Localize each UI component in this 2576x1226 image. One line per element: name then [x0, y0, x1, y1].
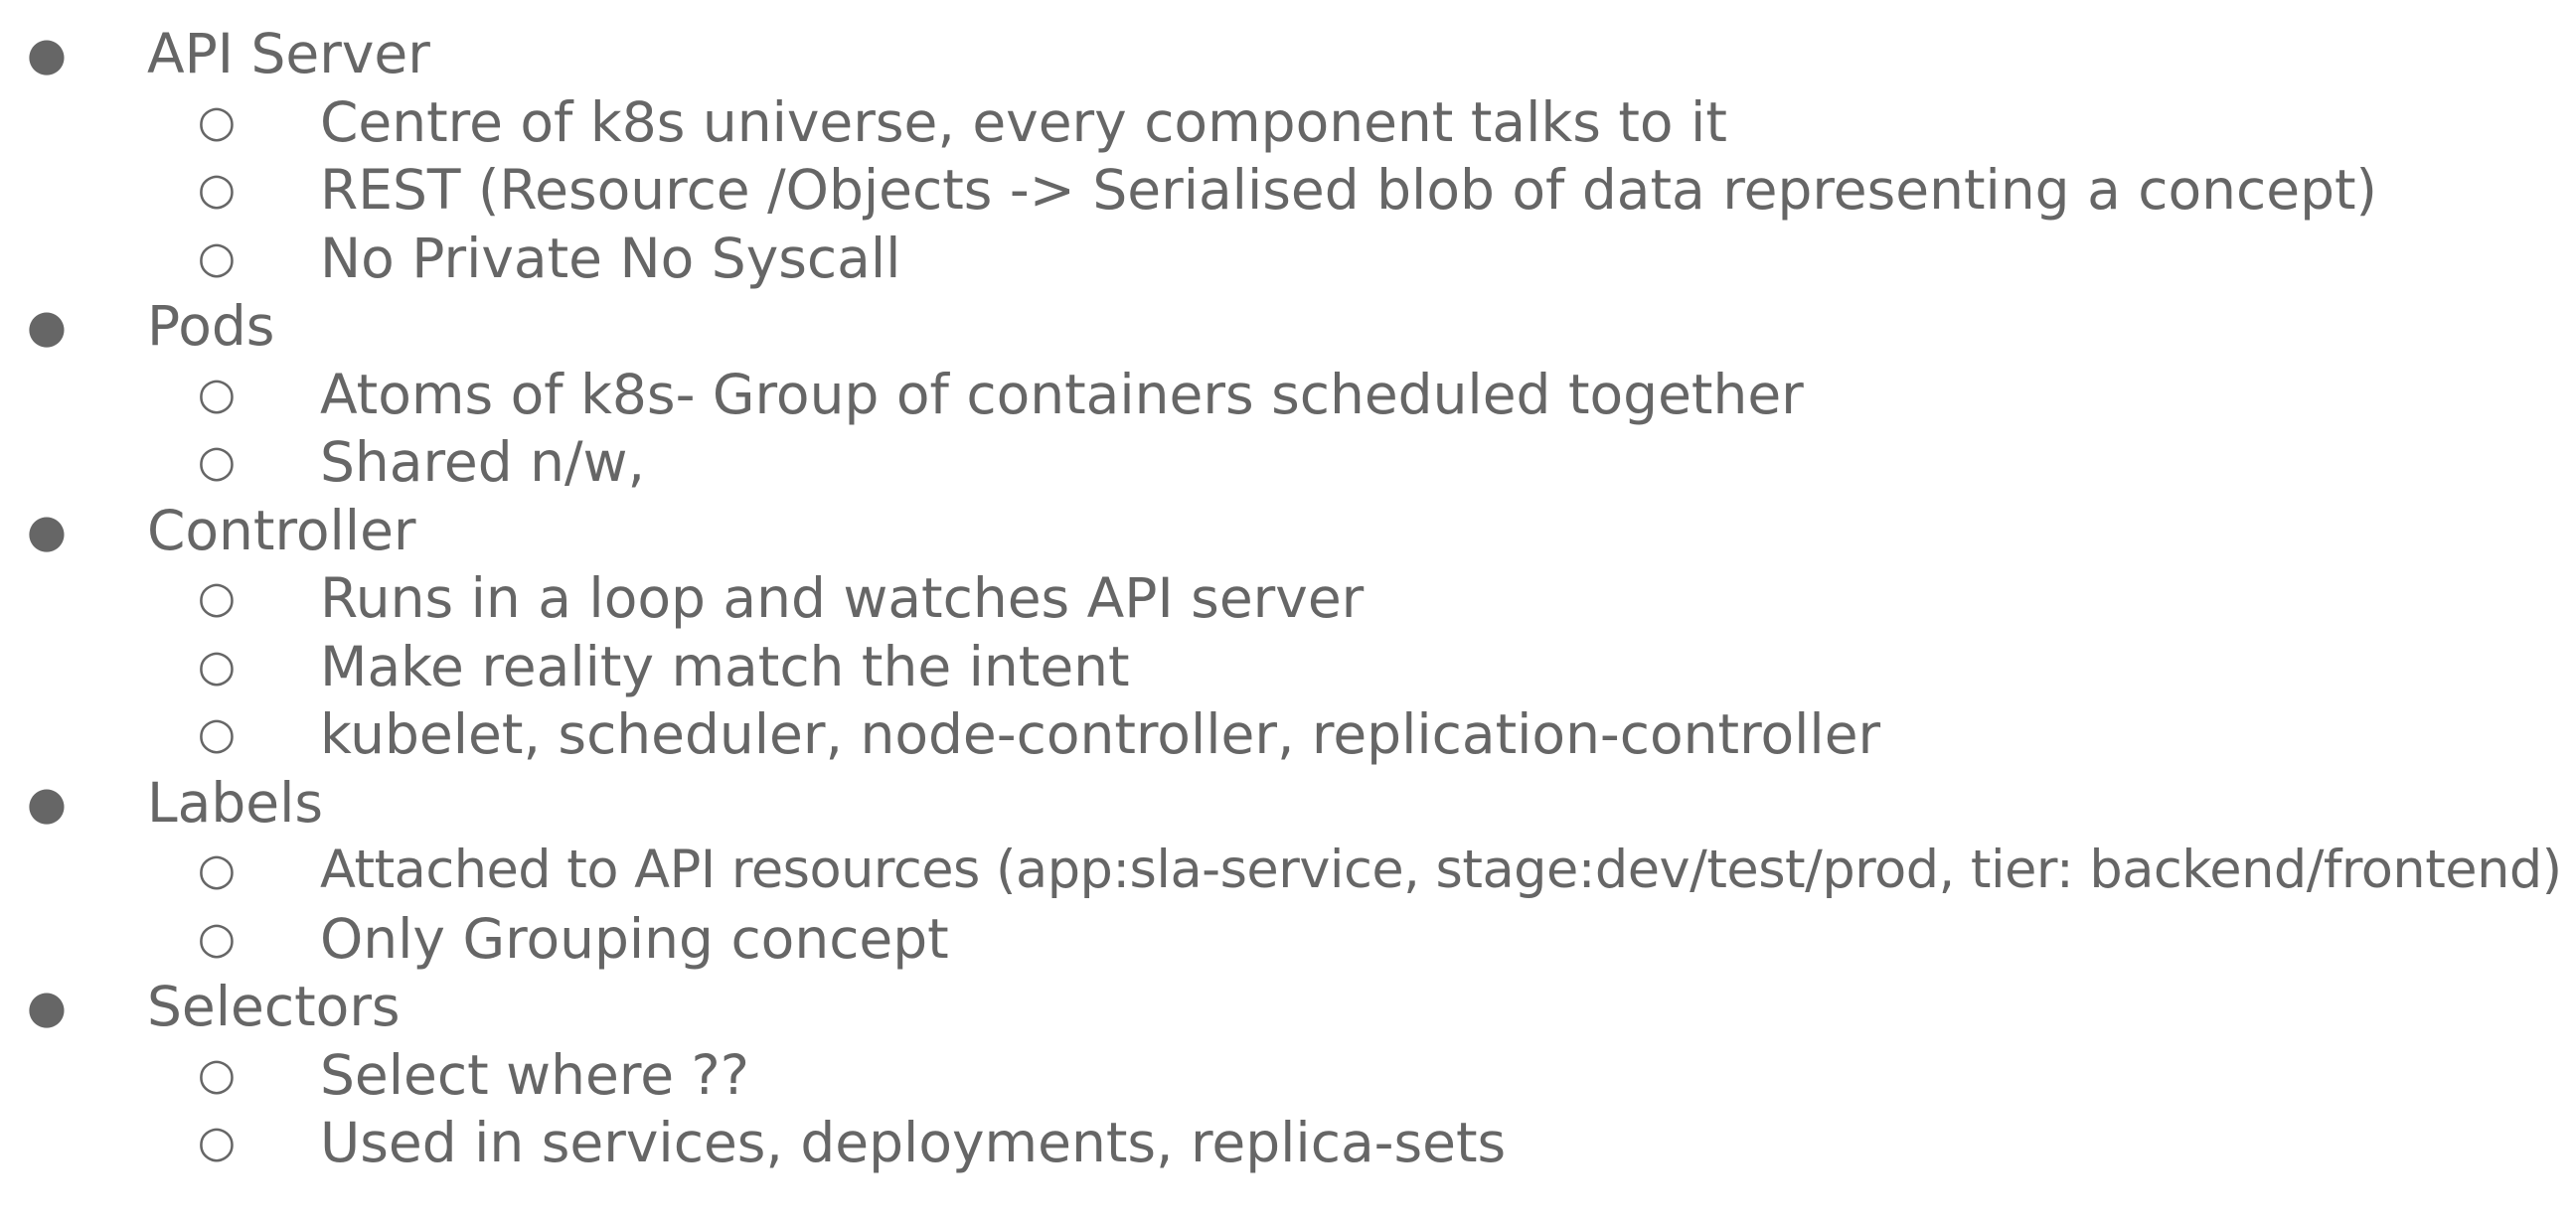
filled-bullet-icon: ●	[26, 299, 68, 353]
sub-item-text: Atoms of k8s- Group of containers schedu…	[320, 362, 1804, 426]
hollow-bullet-icon: ○	[197, 708, 237, 759]
sub-item-text: Centre of k8s universe, every component …	[320, 89, 1727, 154]
hollow-bullet-icon: ○	[197, 436, 237, 487]
sub-item: ○ Atoms of k8s- Group of containers sche…	[0, 361, 2576, 429]
outline-item-selectors: ● Selectors	[0, 973, 2576, 1041]
filled-bullet-icon: ●	[26, 980, 68, 1033]
sub-item: ○ Attached to API resources (app:sla-ser…	[0, 837, 2576, 905]
sub-item-text: Attached to API resources (app:sla-servi…	[320, 840, 2562, 900]
hollow-bullet-icon: ○	[197, 640, 237, 691]
sub-item-text: Only Grouping concept	[320, 906, 949, 971]
sub-item: ○ No Private No Syscall	[0, 225, 2576, 293]
outline-item-pods: ● Pods	[0, 292, 2576, 361]
sub-item: ○ Used in services, deployments, replica…	[0, 1109, 2576, 1177]
hollow-bullet-icon: ○	[197, 912, 237, 964]
sub-item-text: REST (Resource /Objects -> Serialised bl…	[320, 158, 2378, 222]
hollow-bullet-icon: ○	[197, 572, 237, 623]
sub-item: ○ Shared n/w,	[0, 428, 2576, 497]
sub-item-text: Shared n/w,	[320, 430, 645, 494]
sub-item-text: Make reality match the intent	[320, 634, 1130, 698]
outline-item-label: API Server	[147, 22, 430, 85]
sub-item-text: Select where ??	[320, 1042, 749, 1107]
hollow-bullet-icon: ○	[197, 231, 237, 283]
outline-item-label: Pods	[147, 294, 275, 358]
filled-bullet-icon: ●	[26, 27, 68, 80]
hollow-bullet-icon: ○	[197, 95, 237, 147]
sub-item: ○ Select where ??	[0, 1041, 2576, 1110]
hollow-bullet-icon: ○	[197, 1117, 237, 1167]
outline-item-label: Selectors	[147, 975, 401, 1038]
hollow-bullet-icon: ○	[197, 164, 237, 215]
sub-item-text: Runs in a loop and watches API server	[320, 566, 1365, 630]
hollow-bullet-icon: ○	[197, 844, 237, 895]
sub-item-text: Used in services, deployments, replica-s…	[320, 1111, 1507, 1174]
hollow-bullet-icon: ○	[197, 1048, 237, 1100]
sub-item: ○ Runs in a loop and watches API server	[0, 564, 2576, 633]
sub-item-text: kubelet, scheduler, node-controller, rep…	[320, 702, 1881, 766]
sub-item-text: No Private No Syscall	[320, 226, 901, 290]
filled-bullet-icon: ●	[26, 775, 68, 830]
bulleted-outline: ● API Server ○ Centre of k8s universe, e…	[0, 20, 2576, 1177]
sub-item: ○ Only Grouping concept	[0, 905, 2576, 974]
outline-item-labels: ● Labels	[0, 769, 2576, 838]
outline-item-label: Labels	[147, 770, 324, 835]
filled-bullet-icon: ●	[26, 503, 68, 557]
hollow-bullet-icon: ○	[197, 368, 237, 419]
sub-item: ○ REST (Resource /Objects -> Serialised …	[0, 156, 2576, 225]
outline-item-controller: ● Controller	[0, 497, 2576, 565]
sub-item: ○ Centre of k8s universe, every componen…	[0, 88, 2576, 157]
sub-item: ○ kubelet, scheduler, node-controller, r…	[0, 700, 2576, 769]
sub-item: ○ Make reality match the intent	[0, 633, 2576, 701]
outline-item-label: Controller	[147, 498, 416, 562]
outline-item-api-server: ● API Server	[0, 20, 2576, 88]
